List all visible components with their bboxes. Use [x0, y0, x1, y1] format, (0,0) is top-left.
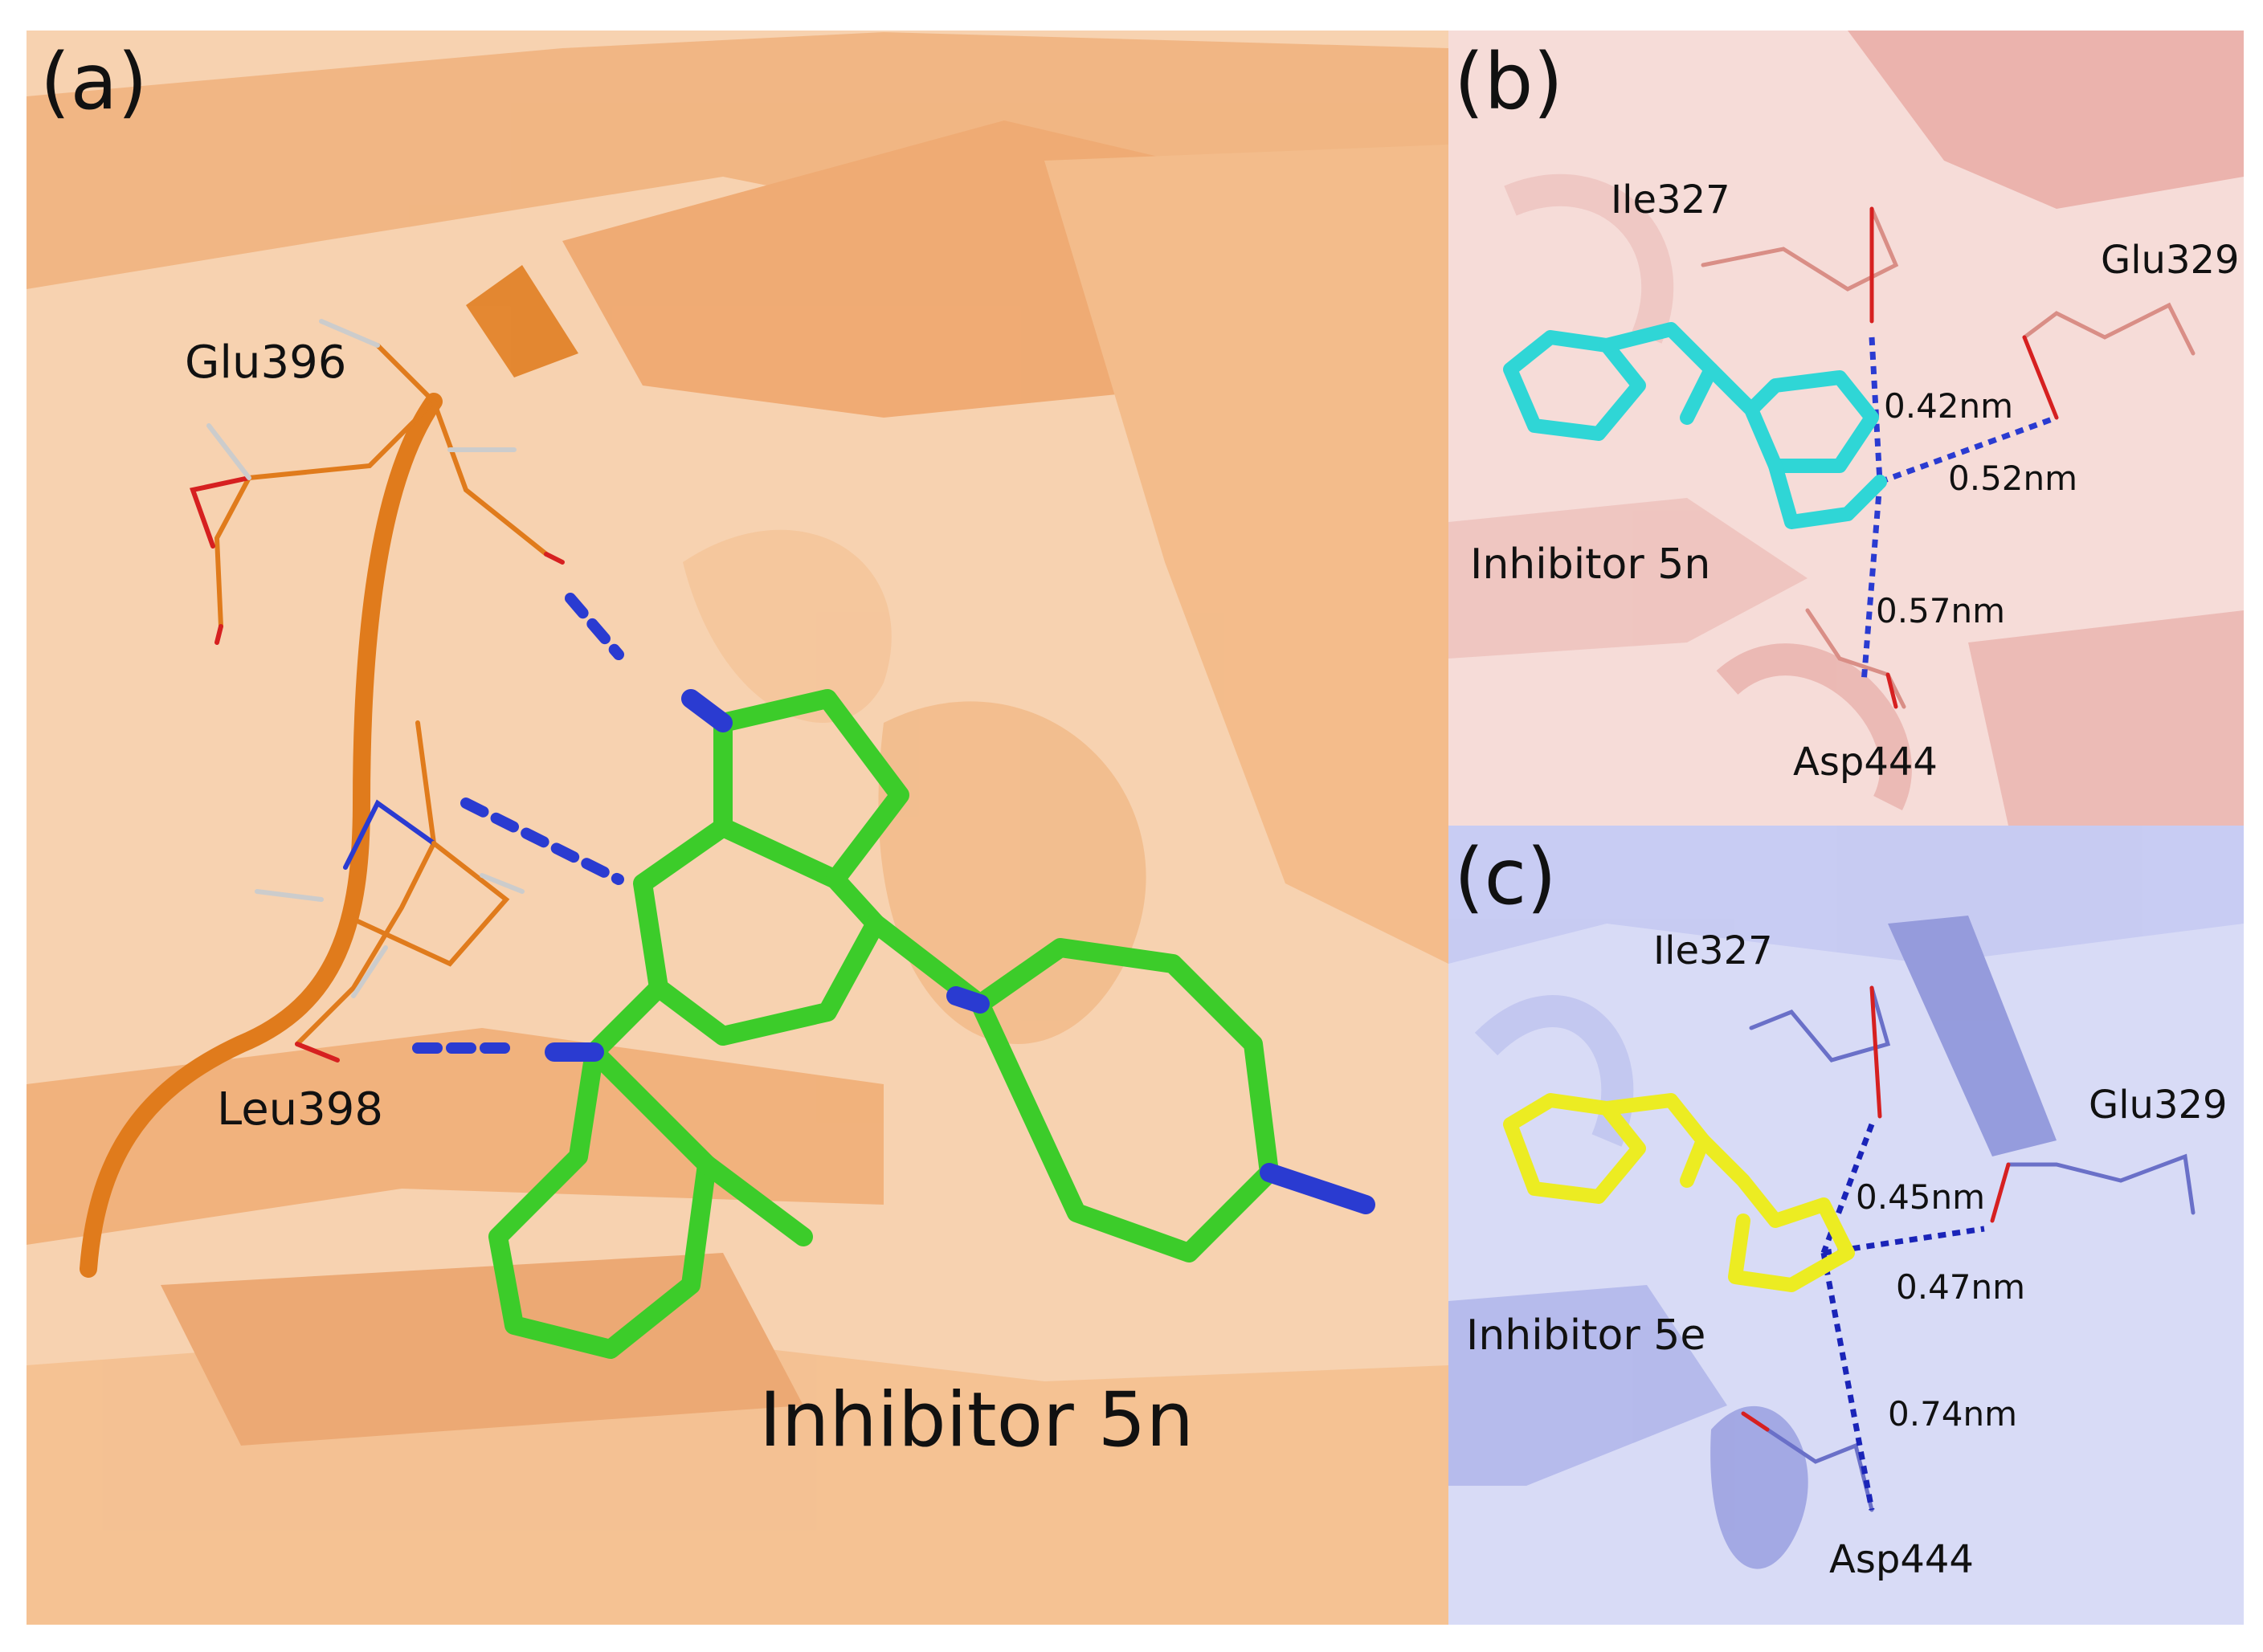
panel-a-residue-leu398: Leu398: [217, 1083, 383, 1136]
panel-c-ligand-label: Inhibitor 5e: [1466, 1311, 1705, 1360]
panel-c-residue-glu329: Glu329: [2089, 1083, 2228, 1128]
panel-c-distance-2: 0.47nm: [1896, 1267, 2025, 1307]
panel-b-residue-asp444: Asp444: [1793, 740, 1938, 785]
panel-b-residue-sticks: [1701, 206, 2196, 709]
panel-b-residue-glu329: Glu329: [2101, 238, 2240, 283]
panel-a: (a) Glu396 Leu398 Inhibitor 5n: [27, 31, 1448, 1625]
panel-c-residue-asp444: Asp444: [1829, 1537, 1974, 1582]
panel-c-distance-1: 0.45nm: [1856, 1177, 1985, 1217]
panel-b: (b) Ile327 Glu329 Asp444 Inhibitor 5n 0.…: [1448, 31, 2244, 826]
panel-c: (c) Ile327 Glu329 Asp444 Inhibitor 5e 0.…: [1448, 826, 2244, 1625]
panel-c-hbonds: [1820, 1123, 1985, 1511]
panel-b-hbonds: [1861, 337, 2058, 683]
panel-a-ligand-label: Inhibitor 5n: [759, 1377, 1194, 1464]
panel-b-distance-3: 0.57nm: [1876, 591, 2005, 630]
panel-b-distance-2: 0.52nm: [1948, 459, 2077, 498]
panel-b-ligand: [1503, 322, 1887, 529]
panel-b-label: (b): [1454, 37, 1563, 127]
panel-c-background: [1448, 826, 2244, 1625]
panel-b-ligand-label: Inhibitor 5n: [1470, 540, 1710, 589]
panel-a-ligand: [488, 689, 1375, 1359]
panel-c-label: (c): [1454, 832, 1557, 922]
panel-a-residue-sticks: [190, 319, 565, 1063]
panel-c-residue-sticks: [1741, 985, 2196, 1512]
panel-b-distance-1: 0.42nm: [1884, 386, 2013, 426]
panel-a-hbonds: [412, 593, 624, 1054]
panel-b-protein-ribbons: [1448, 31, 2244, 826]
panel-c-protein-ribbons: [1448, 826, 2244, 1569]
panel-a-backbone: [80, 393, 443, 1278]
panel-c-residue-ile327: Ile327: [1653, 928, 1773, 973]
panel-b-residue-ile327: Ile327: [1611, 177, 1730, 222]
panel-c-distance-3: 0.74nm: [1888, 1394, 2017, 1434]
panel-a-protein-ribbons: [27, 32, 1448, 1625]
panel-c-ligand: [1503, 1093, 1855, 1292]
panel-a-residue-glu396: Glu396: [185, 337, 346, 389]
panel-a-label: (a): [40, 37, 148, 127]
